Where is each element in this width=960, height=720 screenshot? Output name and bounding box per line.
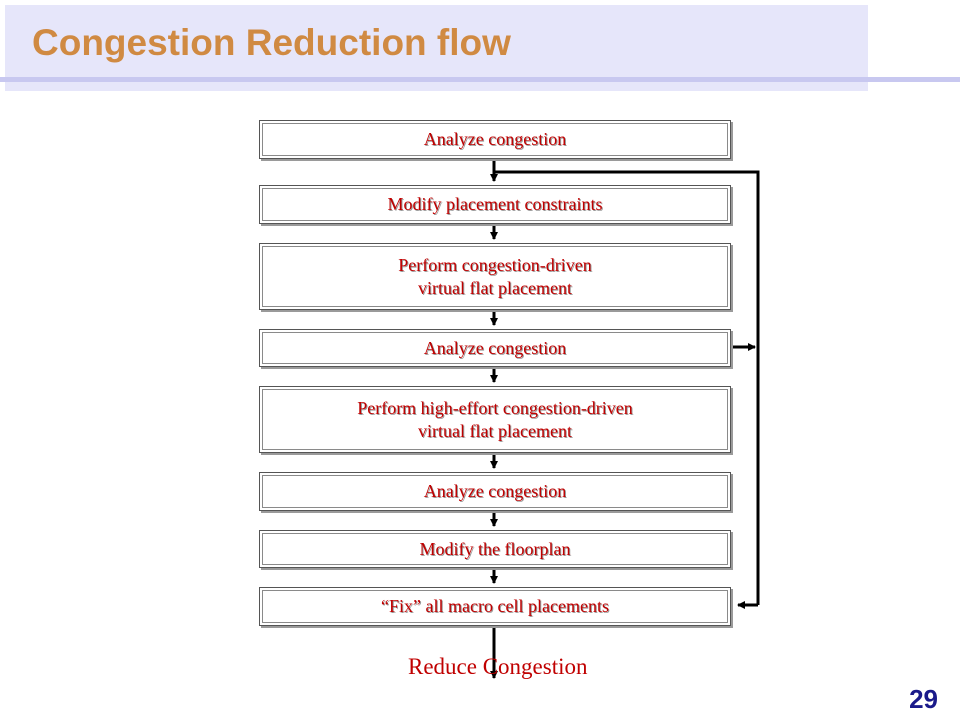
flow-step-analyze-congestion-2: Analyze congestion — [259, 329, 731, 367]
title-band — [5, 5, 868, 91]
flow-output-label: Reduce Congestion — [408, 654, 588, 679]
loop-top-branch — [494, 170, 760, 605]
page-number: 29 — [909, 684, 938, 714]
flow-step-label: Analyze congestion — [423, 129, 567, 149]
flow-step-label: “Fix” all macro cell placements — [381, 596, 609, 616]
flow-step-modify-floorplan: Modify the floorplan — [259, 530, 731, 568]
title-rule — [0, 77, 960, 82]
flow-step-modify-placement-constraints: Modify placement constraints — [259, 185, 731, 224]
flow-step-label: Modify the floorplan — [419, 538, 571, 559]
flow-step-label: Perform congestion-driven virtual flat p… — [398, 254, 592, 298]
flow-step-label: Analyze congestion — [423, 337, 567, 358]
flow-step-analyze-congestion-1: Analyze congestion — [259, 120, 731, 159]
feedback-loop — [494, 170, 760, 609]
slide-title: Congestion Reduction flow — [32, 22, 511, 63]
flow-step-label: Analyze congestion — [423, 481, 567, 501]
flow-step-label: Perform high-effort congestion-driven vi… — [357, 397, 633, 441]
flow-step-high-effort-placement: Perform high-effort congestion-driven vi… — [259, 386, 731, 453]
flow-step-fix-macro-placements: “Fix” all macro cell placements — [259, 587, 731, 626]
flow-step-analyze-congestion-3: Analyze congestion — [259, 472, 731, 511]
flow-step-congestion-driven-placement: Perform congestion-driven virtual flat p… — [259, 243, 731, 310]
flow-step-label: Modify placement constraints — [387, 194, 603, 214]
